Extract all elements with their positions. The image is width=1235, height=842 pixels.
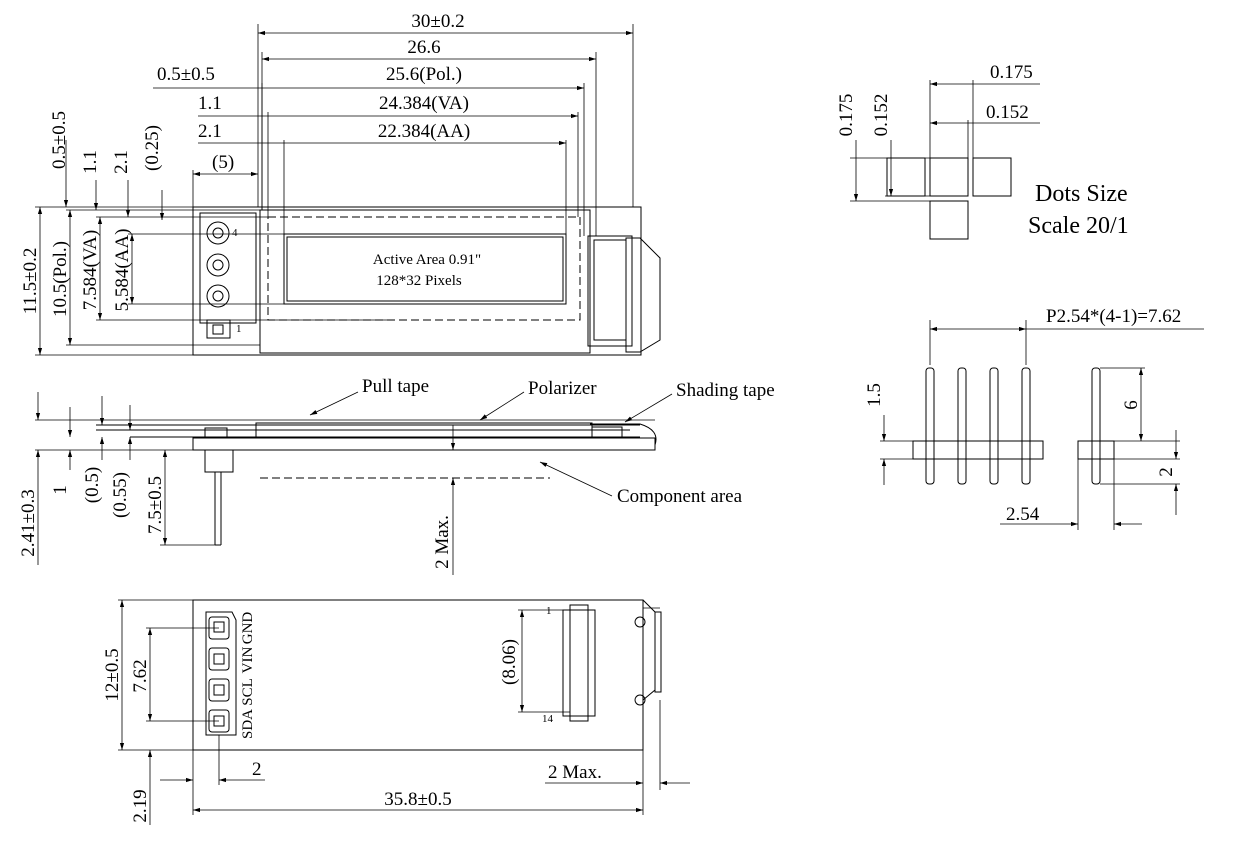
back-pins (208, 616, 230, 733)
dim-219: 2.19 (130, 789, 151, 822)
component-area-label: Component area (617, 486, 743, 507)
dim-dot-0152-v: 0.152 (871, 94, 892, 137)
dim-left-aa: 2.1 (198, 121, 222, 142)
dim-back-length: 35.8±0.5 (384, 789, 451, 810)
dim-6: 6 (1121, 400, 1142, 410)
dim-top-aa: 2.1 (111, 150, 132, 174)
dim-left-pol: 0.5±0.5 (157, 64, 215, 85)
dim-top-pol: 0.5±0.5 (49, 111, 70, 169)
side-pin-header (204, 449, 234, 473)
pin-hole-2 (206, 284, 230, 308)
dim-height-total: 11.5±0.2 (20, 248, 41, 315)
dot-center (929, 157, 969, 197)
dim-2max-side: 2 Max. (432, 515, 453, 569)
dim-1: 1 (50, 485, 71, 495)
dim-05: (0.5) (82, 467, 103, 503)
dots-title: Dots Size (1035, 181, 1128, 207)
dim-left-va: 1.1 (198, 93, 222, 114)
pin-label-gnd: GND (240, 612, 256, 645)
dim-va-width: 24.384(VA) (379, 93, 469, 114)
active-area-inner (286, 236, 564, 302)
dim-055: (0.55) (110, 472, 131, 518)
dim-dot-0152-h: 0.152 (986, 102, 1029, 123)
dim-header-2: 2 (1156, 467, 1177, 477)
fpc-connector (562, 609, 596, 717)
fpc-hatch (593, 239, 627, 341)
dim-back-height: 12±0.5 (102, 648, 123, 701)
dim-26-6: 26.6 (407, 37, 440, 58)
back-view: GND VIN SCL SDA 1 14 (8.06) 12±0.5 7.62 … (102, 599, 690, 825)
dim-aa-width: 22.384(AA) (378, 121, 470, 142)
dim-back-2: 2 (252, 759, 262, 780)
dim-height-va: 7.584(VA) (80, 230, 101, 310)
pin-label-sda: SDA (240, 709, 256, 739)
dim-dot-0175-h: 0.175 (990, 62, 1033, 83)
pixels-label: 128*32 Pixels (376, 273, 462, 289)
front-view: 4 1 Active Area 0.91" 128*32 Pixels 30±0… (20, 11, 661, 356)
fpc-pin-1: 1 (546, 605, 552, 617)
active-area-label: Active Area 0.91" (373, 252, 481, 268)
fpc-pin-14: 14 (542, 713, 554, 725)
dim-top-025: (0.25) (142, 125, 163, 171)
dim-left-5: (5) (212, 152, 234, 173)
side-board (192, 437, 656, 451)
fpc-fold (625, 237, 661, 353)
side-view: Pull tape Polarizer Shading tape Compone… (18, 376, 775, 575)
dim-fpc: (8.06) (499, 639, 520, 685)
back-board (192, 599, 644, 751)
dim-height-aa: 5.584(AA) (112, 229, 133, 312)
dim-pin-len: 7.5±0.5 (145, 476, 166, 534)
glass-outline (259, 209, 591, 354)
dim-back-2max: 2 Max. (548, 762, 602, 783)
dim-pitch-total: 7.62 (130, 659, 151, 692)
active-area-outer (283, 233, 567, 305)
shading-tape-label: Shading tape (676, 380, 775, 401)
dim-pitch: P2.54*(4-1)=7.62 (1046, 306, 1181, 327)
dim-height-pol: 10.5(Pol.) (50, 241, 71, 317)
board-outline (192, 206, 642, 356)
dim-254: 2.54 (1006, 504, 1040, 525)
pull-tape-label: Pull tape (362, 376, 429, 397)
pin-1-label: 1 (236, 323, 242, 335)
pin-label-scl: SCL (240, 678, 256, 706)
dim-pol-width: 25.6(Pol.) (386, 64, 462, 85)
dots-scale: Scale 20/1 (1028, 213, 1129, 239)
dim-width-total: 30±0.2 (411, 11, 464, 32)
dots-size-view: 0.175 0.152 0.175 0.152 Dots Size Scale … (836, 62, 1129, 240)
pin-hole-4 (206, 221, 230, 245)
pin-4-label: 4 (232, 227, 238, 239)
viewing-area (267, 216, 581, 321)
polarizer-label: Polarizer (528, 378, 597, 399)
header-side (1077, 440, 1115, 460)
header-pin-view: P2.54*(4-1)=7.62 1.5 6 2 2.54 (864, 306, 1204, 530)
pin-label-vin: VIN (240, 647, 256, 674)
dim-top-va: 1.1 (80, 150, 101, 174)
dim-15: 1.5 (864, 383, 885, 407)
dim-dot-0175-v: 0.175 (836, 94, 857, 137)
pin-block-hatch (199, 212, 257, 324)
dim-thickness: 2.41±0.3 (18, 489, 39, 556)
back-pin-block (205, 611, 237, 736)
pin-hole-3 (206, 253, 230, 277)
header-pins (912, 367, 1044, 485)
